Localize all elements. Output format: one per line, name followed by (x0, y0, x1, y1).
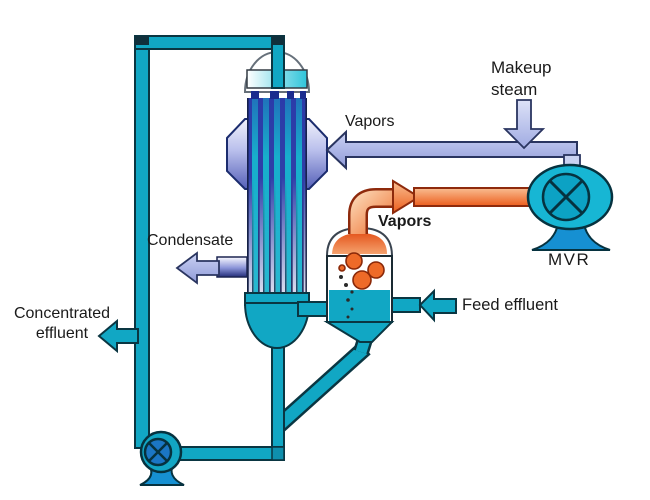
makeup-steam-label: Makeup steam (491, 58, 552, 99)
concentrated-effluent-label: Concentrated effluent (13, 305, 111, 342)
tubesheet-nubs (251, 91, 306, 99)
separator-cone (323, 321, 395, 343)
separator-liquid (329, 290, 390, 321)
separator-vapor-pipe-curve (350, 190, 396, 234)
condensate-arrow (175, 251, 220, 285)
makeup-steam-arrow (502, 99, 546, 150)
vapors-recycle-label: Vapors (345, 113, 395, 130)
separator-vapor-pipe (413, 187, 533, 207)
separator-drain-pipe (272, 343, 370, 432)
pipe-corner-cap-bottom (271, 446, 285, 461)
vapors-from-separator-label: Vapors (378, 213, 432, 230)
bubble (338, 264, 346, 272)
separator-dome-vapor-space (332, 233, 387, 254)
bubble (345, 252, 363, 270)
mvr-impeller-cross (548, 179, 584, 215)
separator-droplet-dots (339, 275, 354, 319)
condensate-nozzle (216, 256, 248, 278)
feed-effluent-arrow (418, 288, 457, 323)
mvr-label: MVR (548, 250, 591, 269)
concentrated-effluent-arrow (97, 318, 139, 354)
vapor-return-pipe (325, 129, 578, 171)
feed-effluent-label: Feed effluent (462, 296, 559, 314)
evaporator-to-separator-pipe (297, 301, 331, 317)
top-crossover-pipe (134, 35, 285, 50)
bubble (367, 261, 385, 279)
pump-impeller-cross (148, 442, 168, 462)
separator-bubbles (338, 252, 385, 290)
evaporator-downcomer-pipe (271, 339, 285, 461)
condensate-label: Condensate (147, 232, 234, 249)
pipe-corner-cap-left (135, 36, 149, 45)
pipe-corner-cap-right (272, 36, 284, 45)
evaporator-bottom-dome (243, 302, 311, 349)
separator-vapor-arrowhead (392, 179, 421, 215)
tube-bundle-top-tint (247, 98, 307, 295)
bubble (352, 270, 372, 290)
